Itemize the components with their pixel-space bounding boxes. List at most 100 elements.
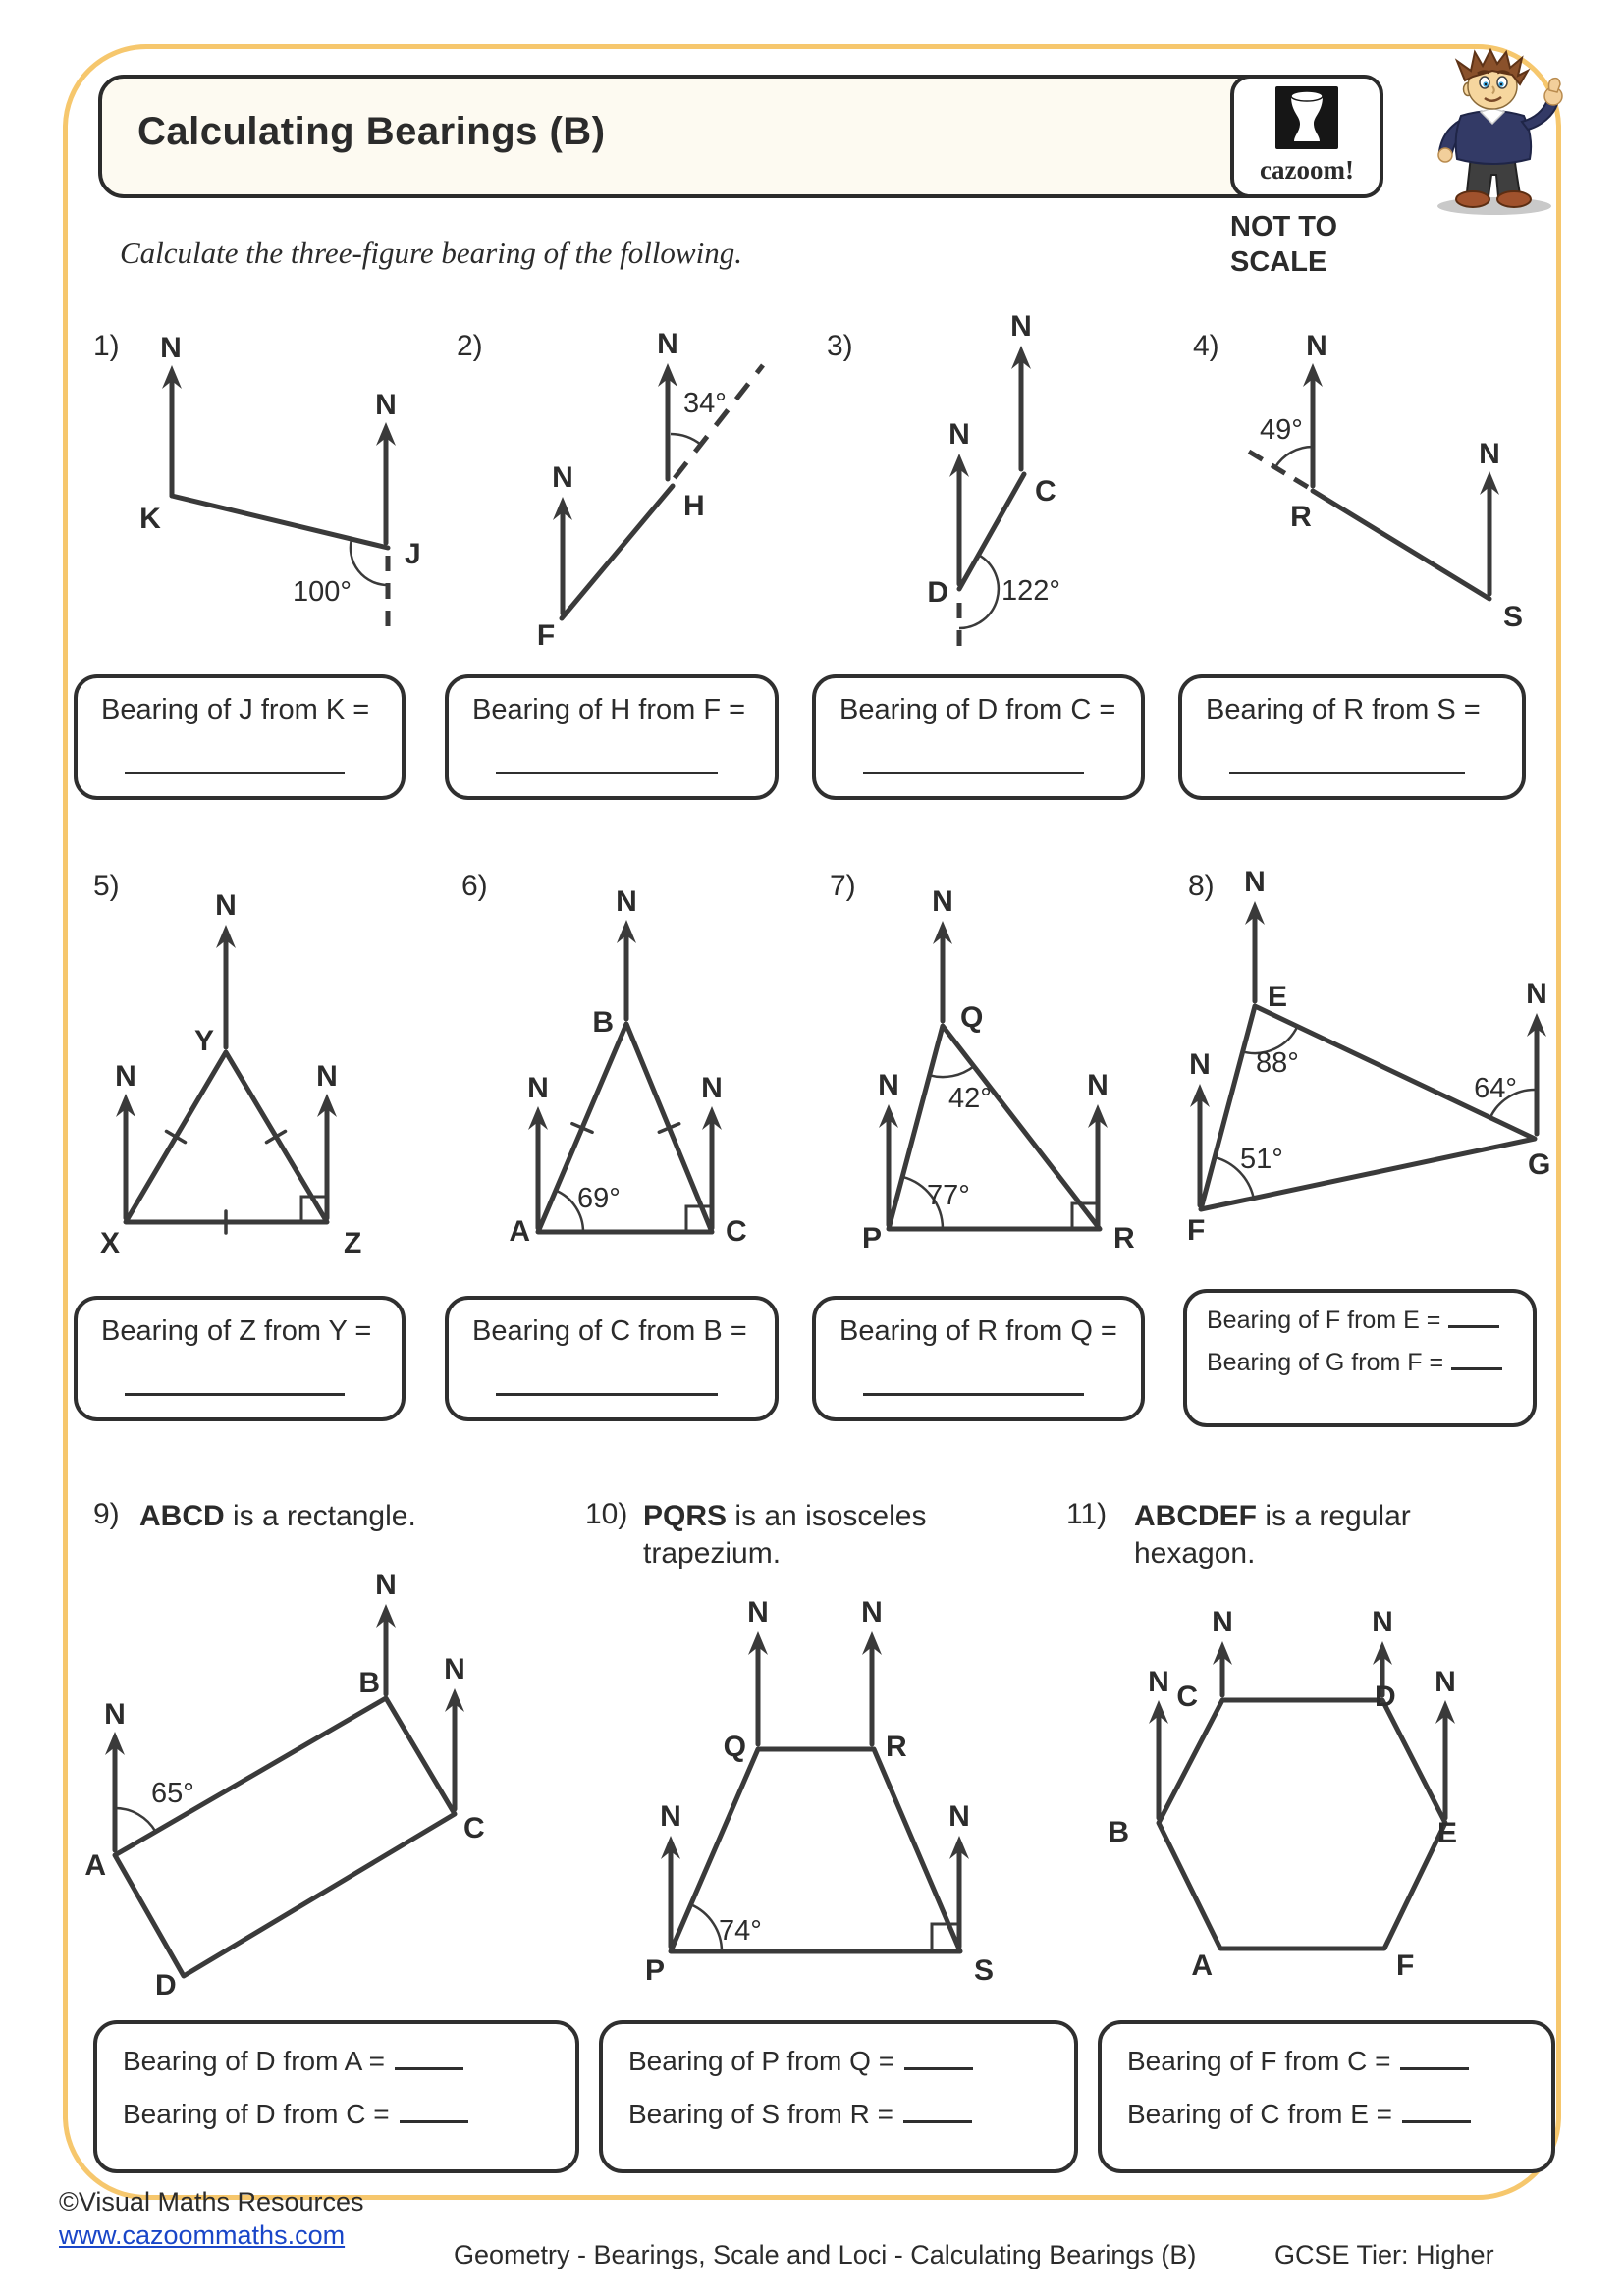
answer-box-9: Bearing of D from A = Bearing of D from … — [93, 2020, 579, 2173]
point-label-F: F — [1187, 1214, 1205, 1247]
problem-3-number: 3) — [827, 330, 853, 362]
angle-label: 69° — [577, 1183, 621, 1214]
arrowhead-icon — [862, 1631, 882, 1655]
point-label-P: P — [645, 1954, 665, 1987]
arrowhead-icon — [553, 497, 572, 520]
tier-label: GCSE Tier: Higher — [1274, 2240, 1494, 2269]
north-arrow: N — [1303, 330, 1327, 489]
website-link[interactable]: www.cazoommaths.com — [59, 2220, 346, 2250]
arrowhead-icon — [376, 422, 396, 446]
angle-label: 77° — [927, 1180, 970, 1211]
north-label: N — [861, 1596, 883, 1629]
north-arrow: N — [878, 1069, 899, 1228]
mascot-trousers — [1465, 154, 1522, 198]
right-angle-mark — [299, 1195, 329, 1224]
north-label: N — [552, 461, 573, 494]
north-arrow: N — [948, 418, 970, 587]
answer-box-11: Bearing of F from C = Bearing of C from … — [1098, 2020, 1555, 2173]
north-arrow: N — [1479, 438, 1500, 597]
arrowhead-icon — [702, 1106, 722, 1130]
point-label-C: C — [1176, 1681, 1198, 1713]
angle-label: 65° — [151, 1778, 194, 1809]
north-label: N — [747, 1596, 769, 1629]
arrowhead-icon — [1149, 1700, 1168, 1724]
north-label: N — [1372, 1606, 1393, 1638]
north-label: N — [932, 885, 953, 918]
arrowhead-icon — [317, 1094, 337, 1117]
angle-label: 74° — [719, 1915, 762, 1947]
angle-arc — [1214, 1155, 1256, 1199]
bearing-dashed-line — [1247, 449, 1313, 492]
north-arrow: N — [1212, 1606, 1233, 1698]
north-label: N — [1148, 1666, 1169, 1698]
cazoom-drum-icon — [1275, 86, 1338, 149]
north-arrow: N — [1010, 310, 1032, 472]
north-arrow: N — [861, 1596, 883, 1747]
answer-label: Bearing of J from K = — [101, 694, 370, 725]
north-label: N — [104, 1698, 126, 1731]
point-label-R: R — [1113, 1222, 1135, 1255]
not-to-scale-note: NOT TO SCALE — [1230, 209, 1337, 280]
arrowhead-icon — [528, 1106, 548, 1130]
north-arrow: N — [1244, 866, 1266, 1004]
arrowhead-icon — [1213, 1641, 1232, 1665]
north-label: N — [1306, 330, 1327, 362]
triangle-ABC — [535, 1021, 715, 1235]
problem-7-number: 7) — [830, 870, 856, 902]
point-label-E: E — [1268, 981, 1287, 1013]
page-title: Calculating Bearings (B) — [137, 110, 606, 153]
point-label-D: D — [927, 576, 948, 609]
shape-name: ABCDEF — [1134, 1500, 1257, 1532]
point-label-J: J — [405, 538, 421, 570]
angle-label: 42° — [948, 1083, 992, 1114]
mascot-shoe — [1496, 190, 1532, 208]
answer-blank — [496, 772, 718, 774]
description-line: PQRS is an isosceles — [643, 1498, 926, 1535]
point-label-A: A — [509, 1215, 530, 1248]
arrowhead-icon — [658, 363, 677, 387]
answer-box-10: Bearing of P from Q = Bearing of S from … — [599, 2020, 1078, 2173]
answer-box-2: Bearing of H from F = — [445, 674, 779, 800]
north-arrow: N — [104, 1698, 126, 1853]
problem-10-description: PQRS is an isosceles trapezium. — [643, 1498, 926, 1573]
mascot-shadow — [1437, 197, 1551, 215]
angle-arc — [958, 554, 1001, 630]
tick-mark — [570, 1121, 594, 1135]
description-line: ABCDEF is a regular — [1134, 1498, 1411, 1535]
rectangle-ABCD — [112, 1695, 458, 1979]
tick-mark — [657, 1122, 681, 1134]
answer-label: Bearing of F from C = — [1127, 2046, 1391, 2076]
answer-box-5: Bearing of Z from Y = — [74, 1296, 406, 1421]
answer-label: Bearing of R from S = — [1206, 694, 1481, 725]
mascot-smile — [1484, 95, 1502, 102]
worksheet-category: Geometry - Bearings, Scale and Loci - Ca… — [454, 2240, 1197, 2269]
north-label: N — [160, 332, 182, 364]
diagram-problem-4: N N R S 49° — [1247, 330, 1523, 633]
answer-row: Bearing of D from C = — [123, 2099, 575, 2130]
angle-arc — [1242, 1025, 1299, 1055]
answer-label: Bearing of D from A = — [123, 2046, 385, 2076]
problem-11-number: 11) — [1066, 1498, 1108, 1530]
point-label-G: G — [1528, 1148, 1550, 1181]
point-label-X: X — [100, 1227, 120, 1259]
angle-arc — [114, 1806, 157, 1833]
mascot-nose — [1491, 85, 1495, 95]
tick-mark — [164, 1129, 188, 1145]
arrowhead-icon — [1527, 1013, 1546, 1037]
problem-9-number: 9) — [93, 1498, 120, 1530]
answer-blank — [496, 1393, 718, 1396]
shape-name: ABCD — [139, 1500, 225, 1532]
answer-blank — [394, 2067, 463, 2070]
north-arrow: N — [1435, 1666, 1456, 1821]
north-label: N — [1212, 1606, 1233, 1638]
answer-row: Bearing of D from A = — [123, 2046, 575, 2077]
answer-blank — [1400, 2067, 1470, 2070]
page-border — [63, 44, 1561, 2200]
north-arrow: N — [932, 885, 953, 1024]
north-arrow: N — [115, 1060, 136, 1221]
answer-blank — [1451, 1367, 1503, 1370]
north-arrow: N — [215, 889, 237, 1050]
answer-blank — [125, 1393, 345, 1396]
answer-label: Bearing of G from F = — [1207, 1349, 1444, 1376]
